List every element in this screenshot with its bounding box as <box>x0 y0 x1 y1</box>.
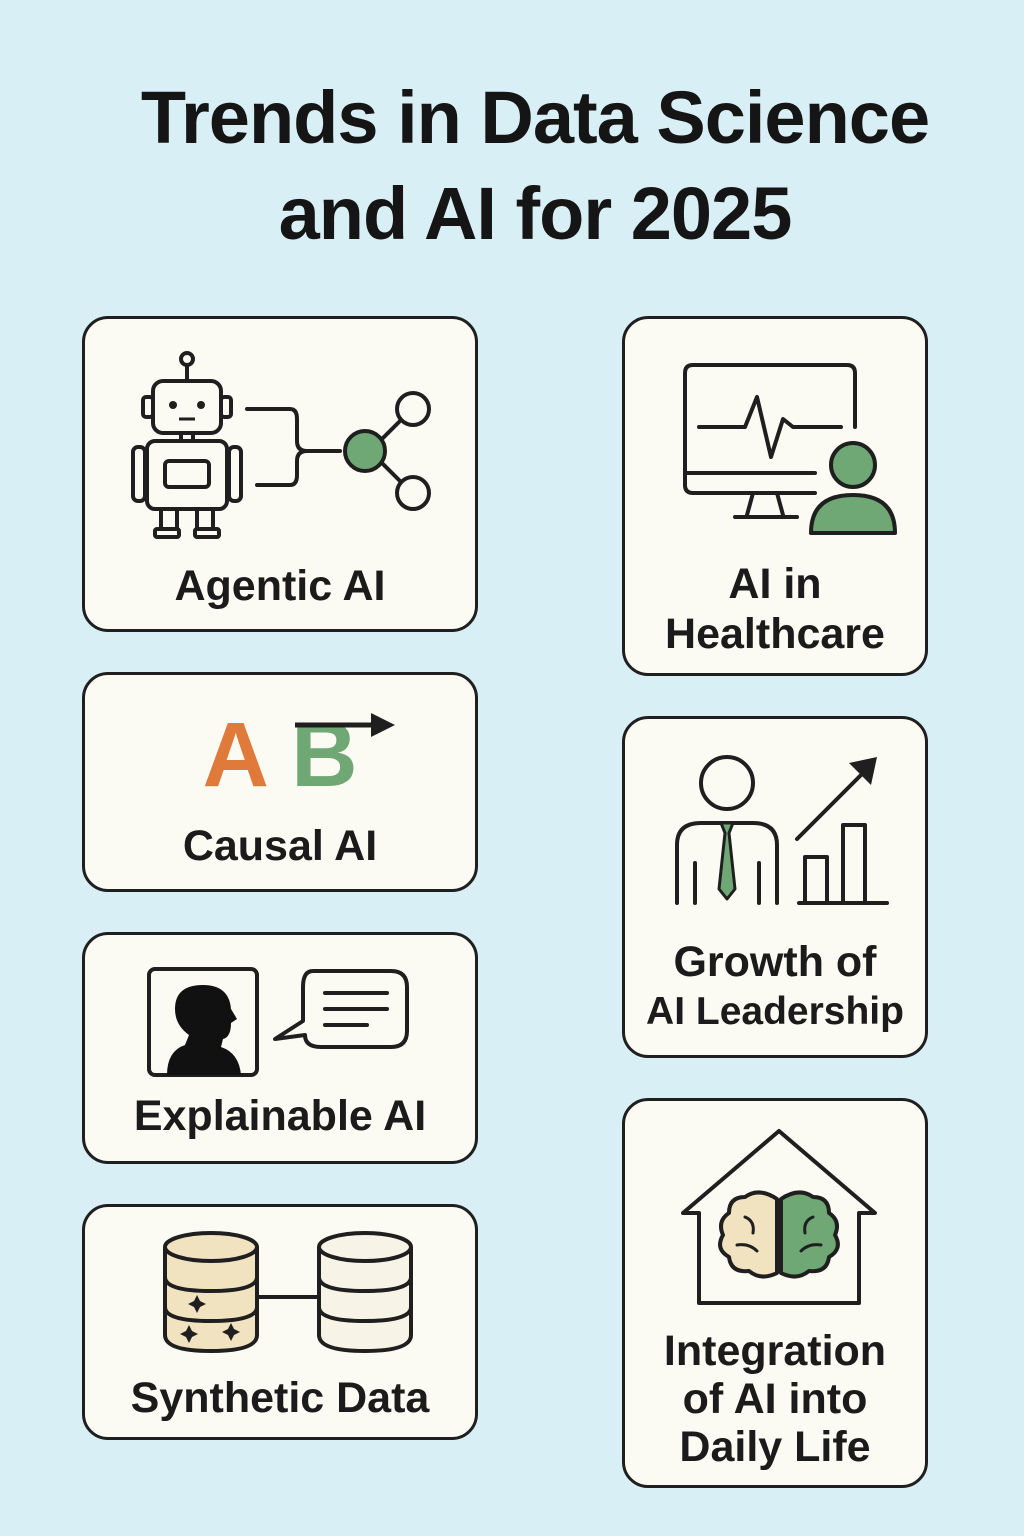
card-label: Agentic AI <box>174 562 386 610</box>
house-brain-icon <box>681 1129 877 1305</box>
card-label-line-2: of AI into <box>682 1375 868 1423</box>
card-label-line-1: AI in <box>728 560 822 608</box>
card-label-line-3: Daily Life <box>679 1423 871 1471</box>
cause-letter: A <box>202 704 266 806</box>
robot-network-icon <box>131 351 431 539</box>
effect-letter: B <box>291 704 358 806</box>
arrow-right-icon <box>295 713 396 737</box>
card-ai-in-healthcare: AI in Healthcare <box>622 316 928 676</box>
card-label: Integration of AI into Daily Life <box>625 1327 925 1471</box>
card-label: AI in Healthcare <box>625 559 925 659</box>
card-label: Causal AI <box>182 822 378 870</box>
card-synthetic-data: Synthetic Data <box>82 1204 478 1440</box>
database-pair-icon <box>163 1231 413 1353</box>
card-label-line-1: Growth of <box>673 938 877 986</box>
card-causal-ai: A B Causal AI <box>82 672 478 892</box>
title-line-1: Trends in Data Science <box>140 76 930 159</box>
page-title: Trends in Data Science and AI for 2025 <box>40 70 1024 262</box>
monitor-heartbeat-patient-icon <box>683 363 897 535</box>
leader-growth-chart-icon <box>675 755 889 905</box>
card-growth-of-ai-leadership: Growth of AI Leadership <box>622 716 928 1058</box>
card-integration-of-ai-into-daily-life: Integration of AI into Daily Life <box>622 1098 928 1488</box>
card-label-line-2: Healthcare <box>665 610 885 658</box>
card-label: Synthetic Data <box>130 1374 430 1422</box>
card-label: Explainable AI <box>133 1092 427 1140</box>
card-explainable-ai: Explainable AI <box>82 932 478 1164</box>
card-label-line-1: Integration <box>663 1327 887 1375</box>
card-label: Growth of AI Leadership <box>625 937 925 1037</box>
causal-a-to-b: A B <box>85 705 475 805</box>
card-label-line-2: AI Leadership <box>646 990 904 1033</box>
card-agentic-ai: Agentic AI <box>82 316 478 632</box>
person-speech-bubble-icon <box>147 967 409 1077</box>
title-line-2: and AI for 2025 <box>278 172 793 255</box>
